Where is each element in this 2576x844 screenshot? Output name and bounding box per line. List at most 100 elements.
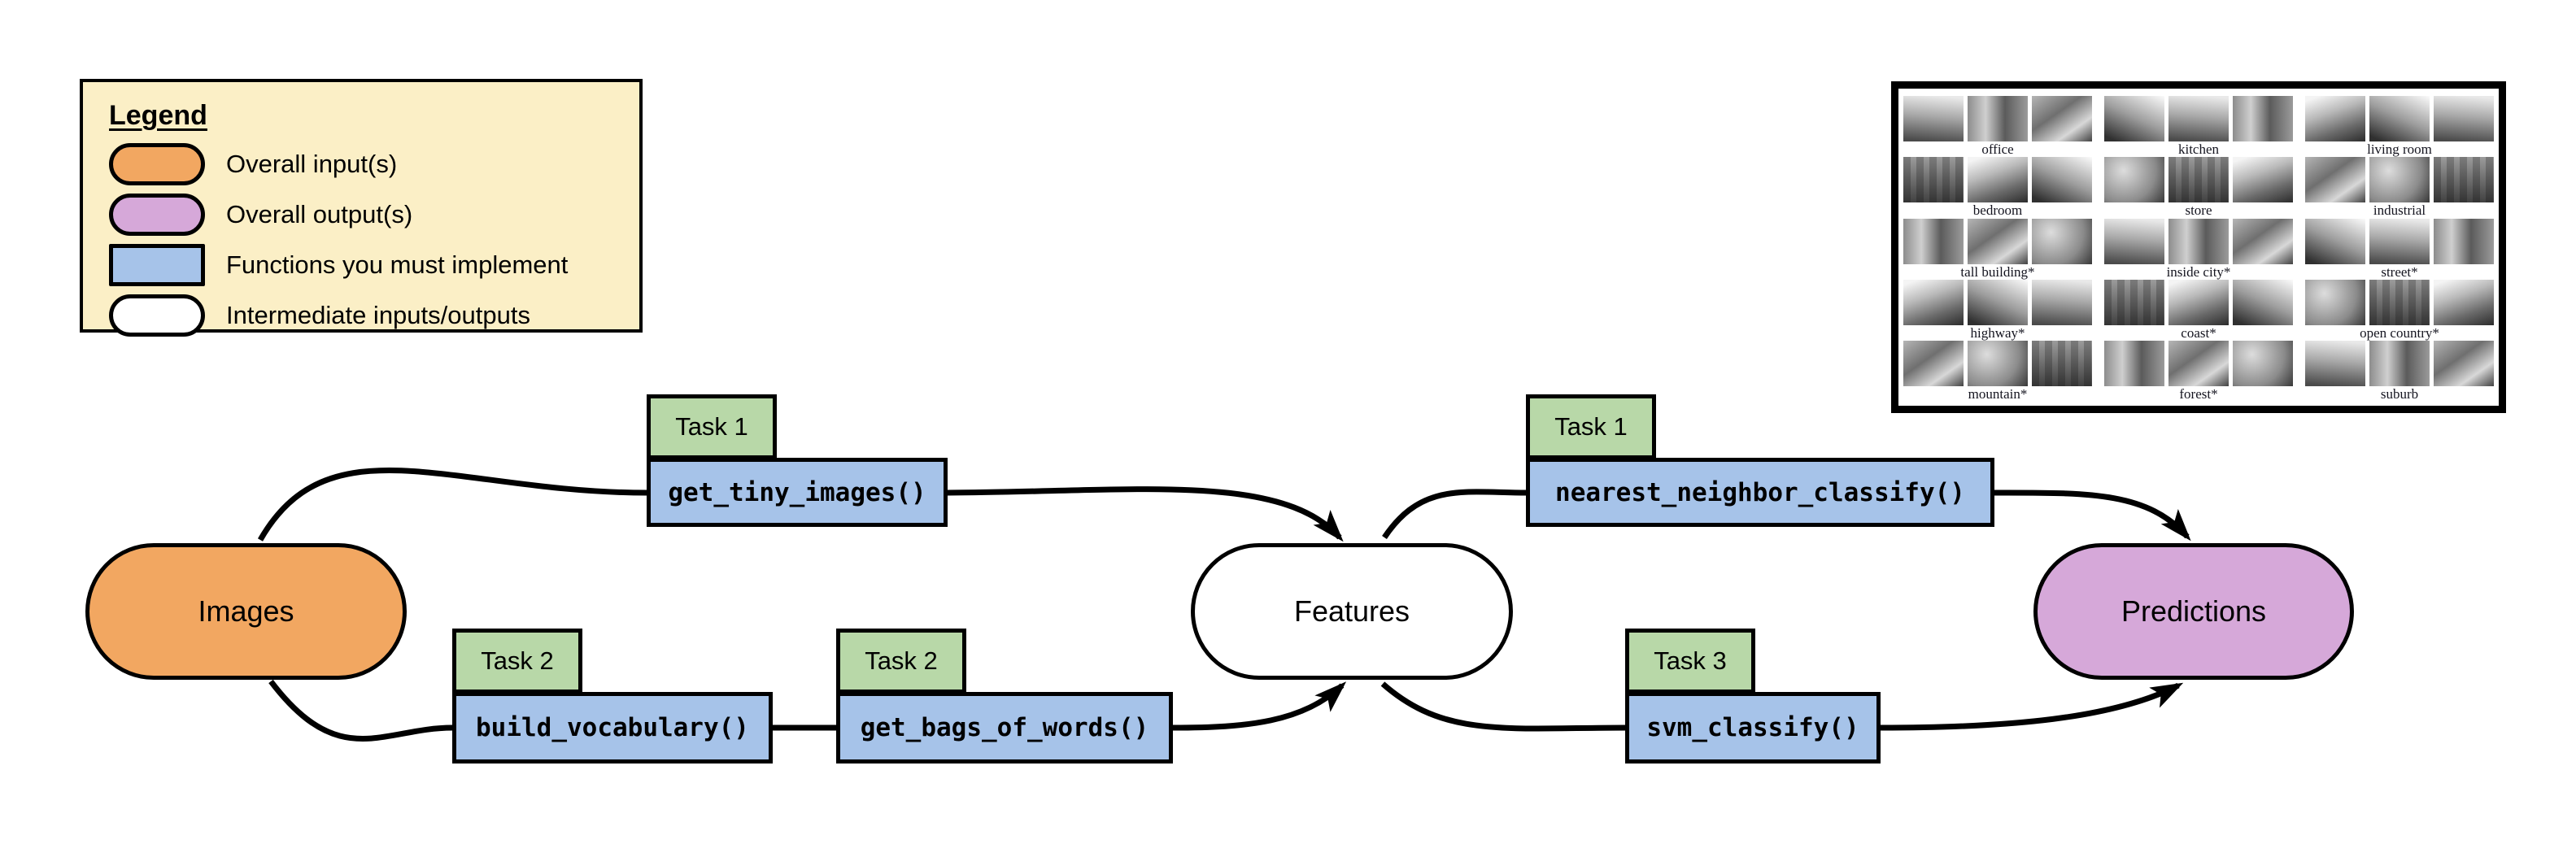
legend-item: Overall output(s) — [109, 192, 615, 237]
scene-category: inside city* — [2104, 218, 2293, 280]
scene-category-label: forest* — [2179, 386, 2218, 402]
scene-thumbnail — [2305, 218, 2365, 264]
scene-category: industrial — [2305, 157, 2494, 217]
scene-thumbnails — [1903, 279, 2092, 325]
scene-thumbnails — [2104, 341, 2293, 386]
scene-thumbnails — [2305, 341, 2494, 386]
scene-thumbnail — [2233, 279, 2293, 325]
scene-thumbnails — [2305, 279, 2494, 325]
scene-category-label: inside city* — [2166, 263, 2231, 280]
scene-thumbnail — [2168, 96, 2229, 141]
scene-grid: office kitchen living room bedroom store indu… — [1891, 81, 2506, 413]
scene-thumbnail — [1903, 279, 1964, 325]
scene-grid-row: mountain* forest* suburb — [1902, 341, 2495, 401]
scene-thumbnail — [2032, 157, 2092, 203]
edge-images-to-features-bottom — [268, 679, 1347, 742]
scene-thumbnails — [2104, 218, 2293, 264]
scene-grid-row: highway* coast* open country* — [1902, 279, 2495, 341]
task-tag: Task 2 — [452, 629, 582, 694]
scene-category-label: highway* — [1970, 324, 2025, 341]
scene-thumbnail — [2434, 279, 2494, 325]
scene-category-label: store — [2185, 202, 2212, 219]
scene-thumbnail — [2168, 157, 2229, 203]
scene-category: open country* — [2305, 279, 2494, 341]
scene-thumbnails — [2104, 96, 2293, 141]
node-features: Features — [1191, 543, 1513, 680]
scene-thumbnails — [1903, 218, 2092, 264]
scene-thumbnail — [2305, 341, 2365, 386]
function-box: nearest_neighbor_classify() — [1526, 458, 1994, 527]
scene-thumbnail — [2104, 341, 2164, 386]
scene-category-label: industrial — [2373, 202, 2426, 219]
scene-thumbnails — [2104, 157, 2293, 203]
node-predictions: Predictions — [2033, 543, 2354, 680]
scene-thumbnail — [1968, 341, 2028, 386]
legend: Legend Overall input(s)Overall output(s)… — [80, 79, 643, 337]
blue-rect-swatch — [109, 244, 205, 286]
scene-category: office — [1903, 96, 2092, 156]
scene-thumbnails — [1903, 157, 2092, 203]
scene-thumbnail — [2032, 341, 2092, 386]
scene-thumbnail — [1968, 96, 2028, 141]
node-features-label: Features — [1293, 594, 1410, 628]
scene-thumbnail — [2233, 341, 2293, 386]
scene-category: highway* — [1903, 279, 2092, 341]
scene-category-label: street* — [2381, 263, 2418, 280]
scene-thumbnail — [2434, 96, 2494, 141]
scene-category-label: kitchen — [2177, 141, 2220, 157]
scene-thumbnail — [1968, 218, 2028, 264]
edge-images-to-features-top — [257, 468, 1344, 542]
node-images-label: Images — [198, 594, 294, 628]
scene-category: mountain* — [1903, 341, 2092, 401]
scene-thumbnail — [2305, 279, 2365, 325]
scene-thumbnail — [2104, 157, 2164, 203]
scene-category-label: living room — [2367, 141, 2432, 157]
scene-thumbnail — [1903, 218, 1964, 264]
scene-thumbnail — [1903, 157, 1964, 203]
scene-category-label: tall building* — [1960, 263, 2035, 280]
legend-item-label: Intermediate inputs/outputs — [226, 301, 530, 329]
scene-category: living room — [2305, 96, 2494, 156]
scene-thumbnail — [2369, 341, 2430, 386]
scene-category: store — [2104, 157, 2293, 217]
legend-item: Functions you must implement — [109, 242, 615, 288]
task-tag: Task 3 — [1625, 629, 1755, 694]
scene-category-label: office — [1981, 141, 2014, 157]
scene-thumbnail — [2233, 96, 2293, 141]
scene-thumbnail — [2233, 157, 2293, 203]
scene-thumbnail — [2369, 157, 2430, 203]
scene-thumbnail — [2434, 157, 2494, 203]
scene-thumbnail — [2305, 157, 2365, 203]
orange-pill-swatch — [109, 143, 205, 185]
scene-category-label: mountain* — [1968, 386, 2028, 402]
scene-thumbnails — [2104, 279, 2293, 325]
scene-thumbnail — [2369, 218, 2430, 264]
scene-thumbnail — [2104, 96, 2164, 141]
scene-thumbnail — [2168, 341, 2229, 386]
scene-thumbnails — [2305, 157, 2494, 203]
scene-thumbnail — [2369, 279, 2430, 325]
legend-item: Intermediate inputs/outputs — [109, 293, 615, 338]
purple-pill-swatch — [109, 194, 205, 236]
scene-grid-row: tall building* inside city* street* — [1902, 218, 2495, 280]
node-predictions-label: Predictions — [2121, 594, 2267, 628]
scene-category-label: open country* — [2360, 324, 2439, 341]
edge-features-to-predictions-bottom — [1380, 681, 2184, 732]
scene-thumbnail — [1903, 96, 1964, 141]
scene-category: street* — [2305, 218, 2494, 280]
scene-thumbnails — [2305, 218, 2494, 264]
scene-category-label: suburb — [2380, 386, 2419, 402]
task-tag: Task 1 — [647, 394, 777, 459]
scene-thumbnail — [2032, 218, 2092, 264]
scene-thumbnail — [2032, 96, 2092, 141]
scene-category: coast* — [2104, 279, 2293, 340]
scene-category: suburb — [2305, 341, 2494, 401]
legend-item-label: Functions you must implement — [226, 250, 569, 279]
scene-category-label: bedroom — [1972, 202, 2023, 219]
task-tag: Task 2 — [836, 629, 966, 694]
legend-title: Legend — [109, 100, 207, 131]
function-box: get_tiny_images() — [647, 458, 948, 527]
scene-category: bedroom — [1903, 157, 2092, 217]
scene-grid-row: office kitchen living room — [1902, 96, 2495, 156]
